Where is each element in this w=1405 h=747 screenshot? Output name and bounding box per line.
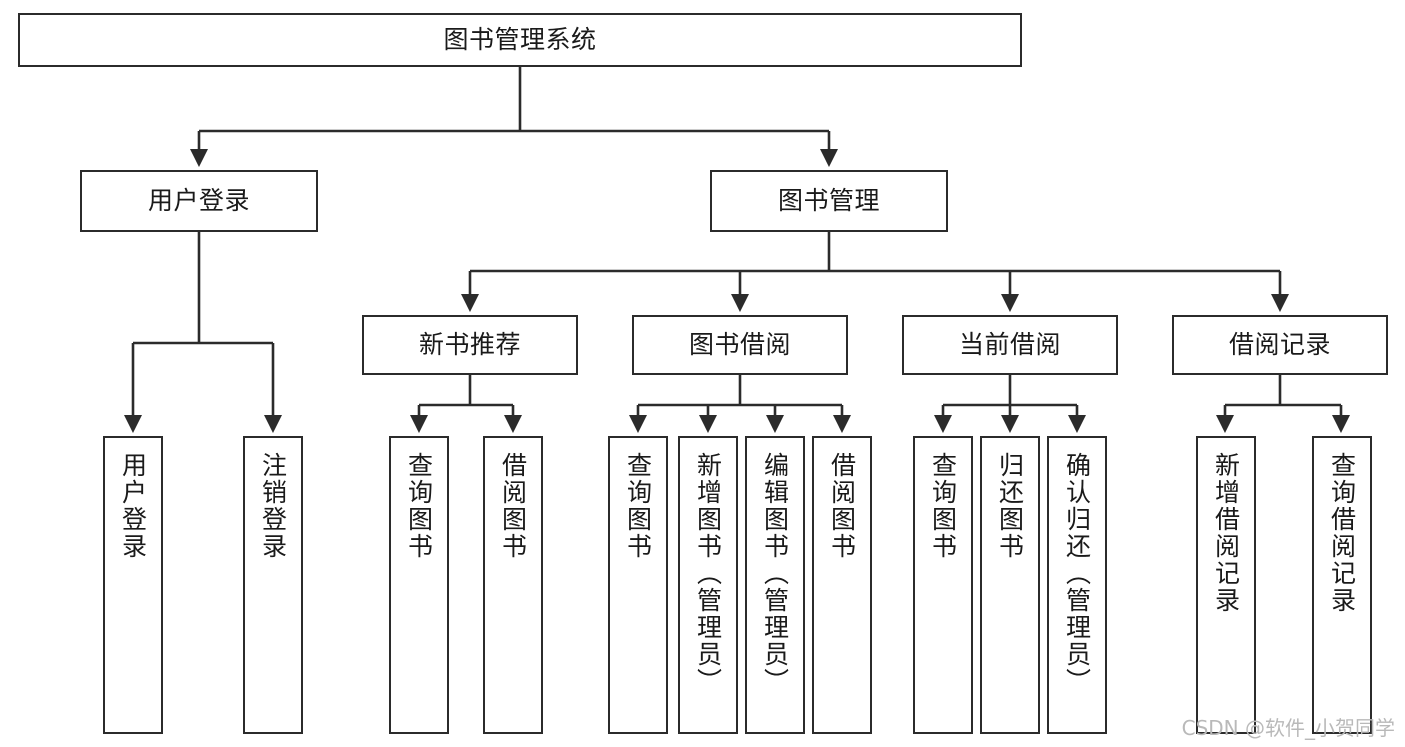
node-current-borrow[interactable]: 当前借阅 xyxy=(902,315,1118,375)
node-leaf-edit-book-label: 编辑图书（管理员） xyxy=(760,452,790,695)
node-root-label: 图书管理系统 xyxy=(443,25,597,55)
node-leaf-add-record[interactable]: 新增借阅记录 xyxy=(1196,436,1256,734)
node-leaf-user-login-label: 用户登录 xyxy=(118,452,148,560)
node-leaf-borrow-book-1[interactable]: 借阅图书 xyxy=(483,436,543,734)
node-leaf-user-login[interactable]: 用户登录 xyxy=(103,436,163,734)
node-leaf-query-book-2[interactable]: 查询图书 xyxy=(608,436,668,734)
node-leaf-borrow-book-1-label: 借阅图书 xyxy=(498,452,528,560)
node-leaf-return-book-label: 归还图书 xyxy=(995,452,1025,560)
node-leaf-query-book-3-label: 查询图书 xyxy=(928,452,958,560)
node-leaf-query-book-1[interactable]: 查询图书 xyxy=(389,436,449,734)
node-new-book-rec[interactable]: 新书推荐 xyxy=(362,315,578,375)
node-leaf-query-record-label: 查询借阅记录 xyxy=(1327,452,1357,614)
node-leaf-user-logout-label: 注销登录 xyxy=(258,452,288,560)
node-leaf-borrow-book-2[interactable]: 借阅图书 xyxy=(812,436,872,734)
node-leaf-add-record-label: 新增借阅记录 xyxy=(1211,452,1241,614)
node-leaf-query-record[interactable]: 查询借阅记录 xyxy=(1312,436,1372,734)
node-leaf-edit-book[interactable]: 编辑图书（管理员） xyxy=(745,436,805,734)
node-leaf-query-book-1-label: 查询图书 xyxy=(404,452,434,560)
node-leaf-confirm-return[interactable]: 确认归还（管理员） xyxy=(1047,436,1107,734)
node-leaf-query-book-2-label: 查询图书 xyxy=(623,452,653,560)
node-user-login[interactable]: 用户登录 xyxy=(80,170,318,232)
node-leaf-add-book-label: 新增图书（管理员） xyxy=(693,452,723,695)
node-book-borrow[interactable]: 图书借阅 xyxy=(632,315,848,375)
node-leaf-borrow-book-2-label: 借阅图书 xyxy=(827,452,857,560)
node-user-login-label: 用户登录 xyxy=(147,186,250,216)
node-borrow-record-label: 借阅记录 xyxy=(1228,330,1331,360)
node-book-manage[interactable]: 图书管理 xyxy=(710,170,948,232)
node-leaf-add-book[interactable]: 新增图书（管理员） xyxy=(678,436,738,734)
node-root[interactable]: 图书管理系统 xyxy=(18,13,1022,67)
node-book-manage-label: 图书管理 xyxy=(777,186,880,216)
node-new-book-rec-label: 新书推荐 xyxy=(418,330,521,360)
node-leaf-confirm-return-label: 确认归还（管理员） xyxy=(1062,452,1092,695)
watermark: CSDN @软件_小贺同学 xyxy=(1181,716,1395,740)
node-book-borrow-label: 图书借阅 xyxy=(688,330,791,360)
node-leaf-query-book-3[interactable]: 查询图书 xyxy=(913,436,973,734)
node-leaf-user-logout[interactable]: 注销登录 xyxy=(243,436,303,734)
node-current-borrow-label: 当前借阅 xyxy=(958,330,1061,360)
node-leaf-return-book[interactable]: 归还图书 xyxy=(980,436,1040,734)
node-borrow-record[interactable]: 借阅记录 xyxy=(1172,315,1388,375)
